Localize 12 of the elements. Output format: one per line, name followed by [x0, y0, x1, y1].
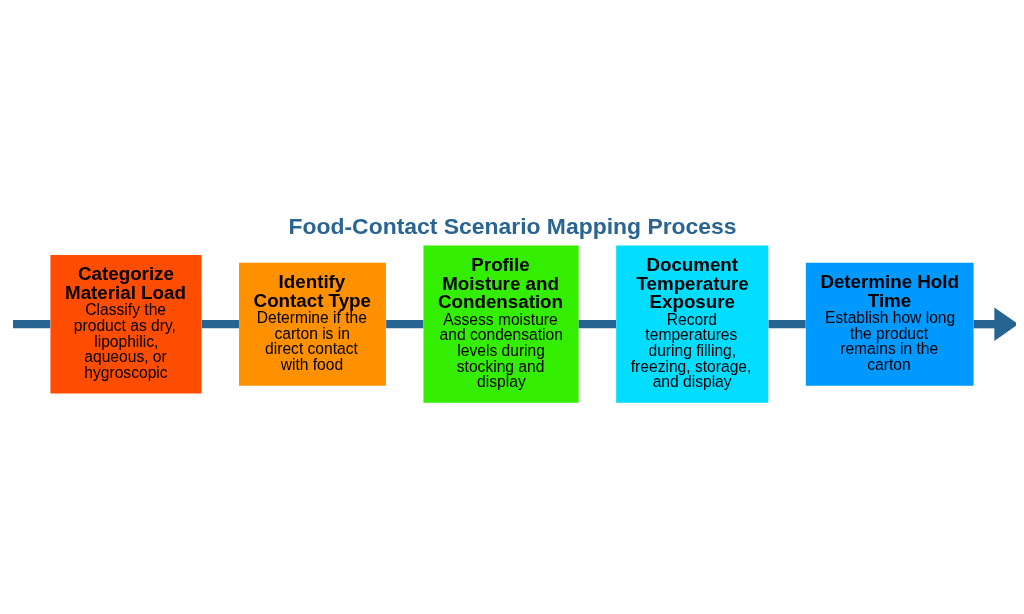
arrow: [973, 306, 1016, 341]
connector: [768, 319, 806, 328]
node-box: Determine Hold Time Establish how long the product remains in the carton: [805, 262, 974, 386]
node-box: Categorize Material Load Classify the product as dry, lipophilic, aqueous, or hygroscopic: [50, 254, 202, 393]
connector: [386, 319, 424, 328]
connector: [201, 319, 239, 328]
diagram-title: Food-Contact Scenario Mapping Process: [288, 212, 737, 239]
node-box: Identify Contact Type Determine if the carton is in direct contact with food: [239, 262, 386, 386]
node-box: Document Temperature Exposure Record temperatures during filling, freezing, storage, and display: [616, 245, 769, 403]
connector: [13, 319, 51, 328]
connector: [578, 319, 616, 328]
node-box: Profile Moisture and Condensation Assess moisture and condensation levels during stocking and display: [423, 245, 579, 403]
